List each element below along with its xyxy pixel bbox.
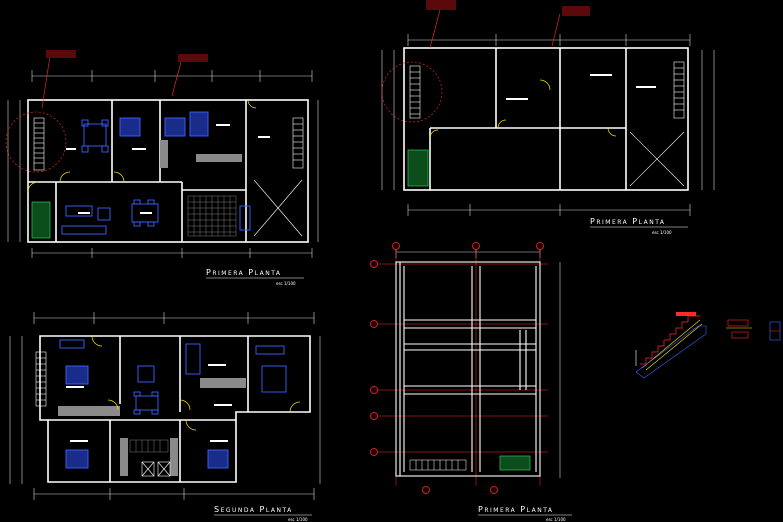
doors	[429, 79, 617, 139]
beams	[395, 261, 541, 477]
void-x	[629, 131, 685, 187]
room-labels	[66, 364, 232, 442]
plan-top-right: Primera Planta esc 1/100	[381, 0, 715, 235]
leaders	[429, 9, 561, 49]
planter	[499, 455, 531, 471]
void-x	[141, 461, 171, 477]
room-labels	[66, 124, 270, 214]
furniture	[61, 111, 251, 235]
section-callout	[5, 111, 67, 173]
stairs	[35, 351, 47, 407]
plan-top-left: Primera Planta esc 1/100	[5, 50, 319, 286]
planter	[31, 201, 51, 239]
plan-title: Primera Planta	[206, 268, 282, 277]
dimension-lines	[7, 70, 319, 258]
landing-mark	[676, 312, 696, 316]
doors	[27, 99, 257, 193]
plan-scale: esc 1/100	[276, 281, 296, 286]
concrete-outline	[635, 325, 707, 379]
note-box	[178, 54, 208, 62]
doors	[91, 335, 301, 431]
plan-scale: esc 1/100	[288, 517, 308, 522]
stairs	[409, 61, 685, 119]
floor-hatch	[129, 439, 169, 453]
axis-bubbles	[370, 242, 544, 494]
leaders	[41, 55, 183, 109]
room-labels	[506, 74, 656, 100]
wall-block	[120, 438, 128, 476]
walls	[39, 335, 311, 483]
furniture	[59, 339, 287, 469]
note-box	[46, 50, 76, 58]
counter	[196, 154, 242, 162]
dimension-lines	[395, 246, 561, 478]
wall-block	[160, 140, 168, 168]
planter	[407, 149, 429, 187]
plan-scale: esc 1/100	[546, 517, 566, 522]
wall-block	[170, 438, 178, 476]
dimension-lines	[9, 312, 321, 500]
stairs	[33, 117, 304, 171]
wall-block	[58, 406, 120, 416]
stairs	[409, 459, 467, 471]
void-x	[253, 179, 303, 237]
detail-bar	[726, 319, 781, 341]
plan-title: Segunda Planta	[214, 505, 293, 514]
plan-title: Primera Planta	[590, 217, 666, 226]
dimension-lines	[381, 34, 715, 216]
note-box	[562, 6, 590, 16]
plan-title: Primera Planta	[478, 505, 554, 514]
note-box	[426, 0, 456, 10]
walls	[403, 47, 689, 191]
stair-section	[640, 315, 700, 365]
counter	[200, 378, 246, 388]
plan-bottom-left: Segunda Planta esc 1/100	[9, 312, 321, 522]
plan-scale: esc 1/100	[652, 230, 672, 235]
walls	[27, 99, 309, 243]
section-callout	[381, 61, 443, 123]
rebar	[641, 319, 703, 371]
stair-section-detail	[635, 312, 781, 379]
grid-axes	[376, 248, 548, 486]
floor-hatch	[187, 195, 237, 237]
plan-structure: Primera Planta esc 1/100	[370, 242, 572, 522]
